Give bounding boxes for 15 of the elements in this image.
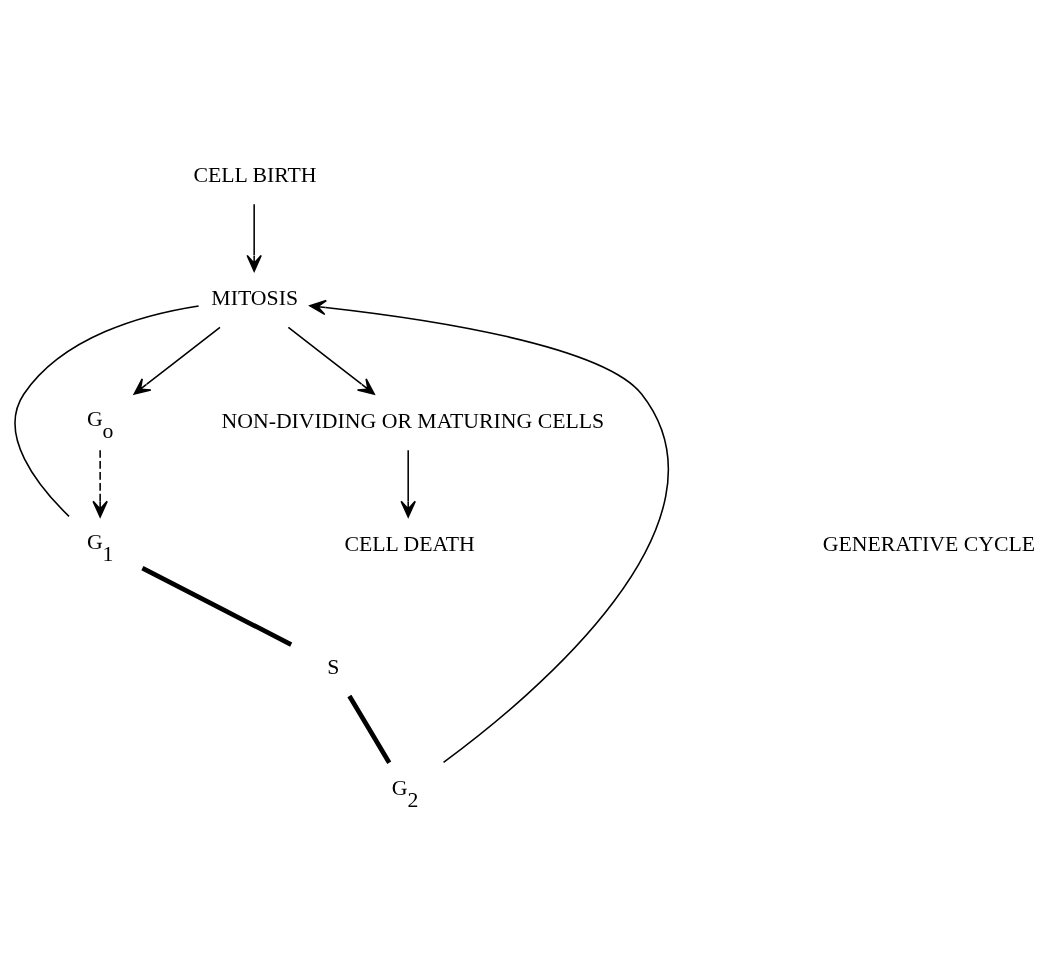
arrow [400,449,416,518]
arrow [246,203,262,272]
arrow [309,299,669,764]
node-text: NON-DIVIDING OR MATURING CELLS [221,408,605,433]
arrow [133,326,221,395]
connector [347,694,392,764]
arrow [287,326,375,395]
arrow [92,449,108,518]
connector [14,305,200,518]
node-text: CELL DEATH [344,531,475,556]
node-text: S [327,654,340,679]
connector [141,566,293,647]
node-text: CELL BIRTH [193,162,317,187]
label: GENERATIVE CYCLE [822,531,1036,556]
node-text: MITOSIS [211,285,299,310]
